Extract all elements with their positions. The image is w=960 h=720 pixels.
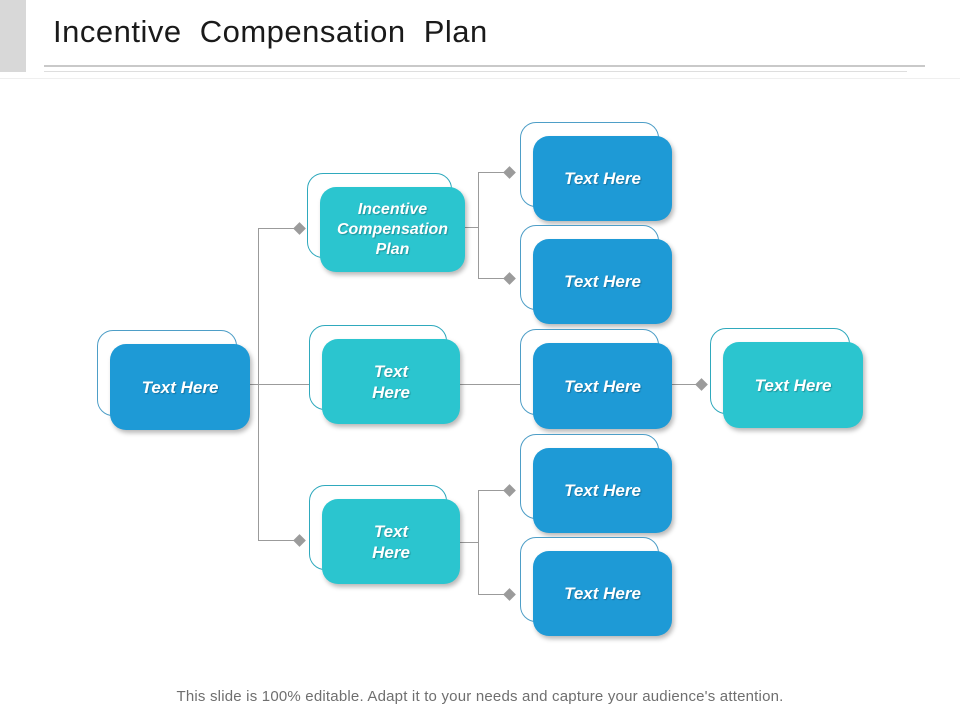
connector-line [258, 228, 259, 541]
page-title: Incentive Compensation Plan [53, 14, 488, 49]
connector-line [460, 542, 478, 543]
connector-line [478, 278, 506, 279]
node-label: Incentive Compensation Plan [336, 200, 449, 258]
node-label: Text Here [564, 481, 641, 500]
diamond-arrow-icon [503, 166, 516, 179]
title-underline [44, 65, 925, 67]
footer-note: This slide is 100% editable. Adapt it to… [176, 688, 784, 705]
connector-line [460, 384, 533, 385]
connector-line [478, 490, 506, 491]
diamond-arrow-icon [503, 484, 516, 497]
connector-line [672, 384, 698, 385]
diamond-arrow-icon [503, 588, 516, 601]
node-label: Text Here [372, 361, 410, 402]
node-label: Text Here [564, 169, 641, 188]
diamond-arrow-icon [293, 534, 306, 547]
node-bottom-child-2[interactable]: Text Here [520, 537, 672, 636]
node-mid-child[interactable]: Text Here [520, 329, 672, 429]
connector-line [478, 594, 506, 595]
node-label: Text Here [564, 272, 641, 291]
connector-line [258, 540, 296, 541]
node-bottom-child-1[interactable]: Text Here [520, 434, 672, 533]
diamond-arrow-icon [695, 378, 708, 391]
node-right-leaf[interactable]: Text Here [710, 328, 863, 428]
node-mid-branch[interactable]: Text Here [309, 325, 460, 424]
connector-line [463, 227, 478, 228]
node-label: Text Here [564, 584, 641, 603]
node-root[interactable]: Text Here [97, 330, 250, 430]
node-top-child-2[interactable]: Text Here [520, 225, 672, 324]
node-label: Text Here [372, 521, 410, 562]
diamond-arrow-icon [503, 272, 516, 285]
connector-line [478, 172, 479, 279]
node-label: Text Here [564, 376, 641, 396]
node-top-child-1[interactable]: Text Here [520, 122, 672, 221]
node-bottom-branch[interactable]: Text Here [309, 485, 460, 584]
diamond-arrow-icon [293, 222, 306, 235]
header-divider [0, 78, 960, 79]
node-label: Text Here [754, 375, 832, 395]
header-accent-bar [0, 0, 26, 72]
node-incentive-plan[interactable]: Incentive Compensation Plan [307, 173, 465, 272]
connector-line [258, 228, 296, 229]
title-underline-shadow [44, 71, 907, 72]
connector-line [250, 384, 322, 385]
connector-line [478, 490, 479, 595]
node-label: Text Here [141, 377, 219, 397]
connector-line [478, 172, 506, 173]
